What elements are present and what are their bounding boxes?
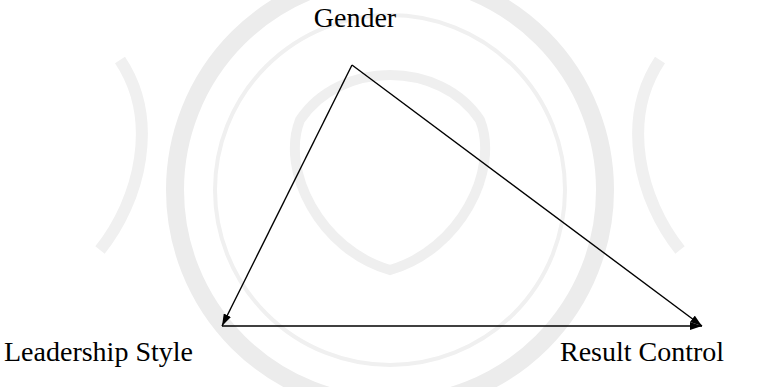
arrow-connector xyxy=(222,65,352,326)
arrow-connector xyxy=(352,65,702,326)
arrow-connector xyxy=(222,325,702,326)
text-node: Leadership Style xyxy=(4,326,236,368)
text-node: Result Control xyxy=(560,326,760,368)
text-node: Gender xyxy=(314,2,396,65)
node-label: Leadership Style xyxy=(4,336,236,368)
node-label: Result Control xyxy=(560,336,760,368)
node-label: Gender xyxy=(314,2,396,34)
